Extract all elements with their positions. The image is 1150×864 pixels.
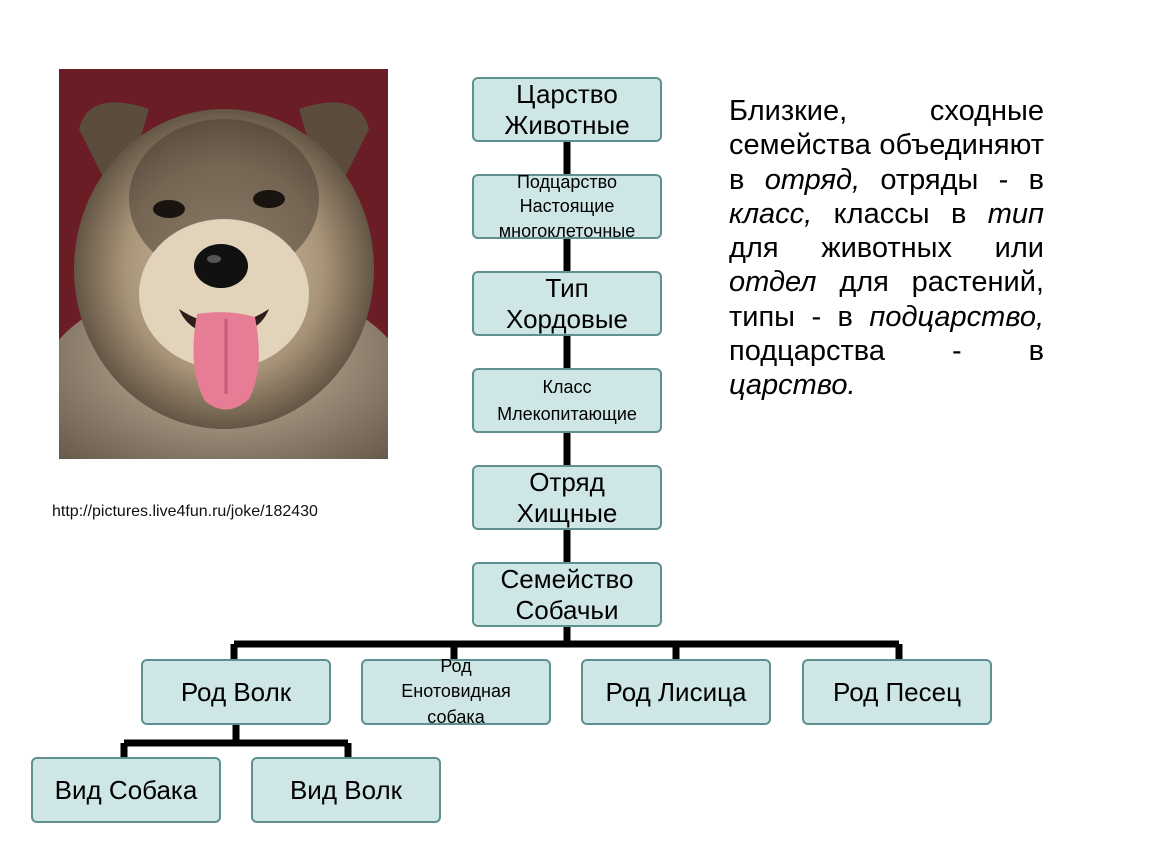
description-term-order: отряд, [764,163,861,196]
description-part-4: для животных или [729,232,1044,265]
node-order-rank: Отряд [529,467,605,498]
node-class-rank: Класс [542,377,592,398]
node-species-wolf-label: Вид Волк [289,774,403,805]
node-order-name: Хищные [516,497,618,528]
node-species-dog: Вид Собака [31,757,221,823]
description-term-division: отдел [729,266,817,299]
node-class: Класс Млекопитающие [472,368,662,433]
image-source-caption: http://pictures.live4fun.ru/joke/182430 [52,503,318,520]
description-term-class: класс, [729,197,813,230]
node-species-wolf: Вид Волк [251,757,441,823]
node-genus-raccoon-dog-line3: собака [427,706,485,727]
node-kingdom: Царство Животные [472,77,662,142]
description-part-1: Близкие, сходные семейства объединяют в [729,95,1044,196]
node-genus-fox: Род Лисица [581,659,771,725]
node-phylum-rank: Тип [545,273,589,304]
node-phylum: Тип Хордовые [472,271,662,336]
node-subkingdom-rank: Подцарство [516,172,617,193]
description-term-kingdom: царство. [729,369,856,402]
node-family-name: Собачьи [515,594,619,625]
node-genus-raccoon-dog-line2: Енотовидная [401,681,511,702]
description-term-phylum: тип [987,197,1044,230]
description-part-2: отряды - в [860,163,1045,196]
node-subkingdom: Подцарство Настоящие многоклеточные [472,172,662,241]
node-genus-arctic-fox-label: Род Песец [833,676,961,707]
dog-photo [59,69,388,459]
node-species-dog-label: Вид Собака [54,774,198,805]
node-genus-arctic-fox: Род Песец [802,659,992,725]
description-part-5: для растений, типы - в [729,266,1044,333]
node-genus-wolf: Род Волк [141,659,331,725]
node-kingdom-rank: Царство [516,79,618,110]
node-order: Отряд Хищные [472,465,662,530]
description-part-6: подцарства - в [729,335,1044,368]
node-subkingdom-name-line1: Настоящие [519,196,615,217]
node-genus-wolf-label: Род Волк [180,676,292,707]
description-text: Близкие, сходные семейства объединяют в … [729,94,1044,403]
node-family-rank: Семейство [500,564,634,595]
node-genus-fox-label: Род Лисица [605,676,747,707]
node-genus-raccoon-dog: Род Енотовидная собака [361,656,551,727]
node-family: Семейство Собачьи [472,562,662,627]
node-class-name: Млекопитающие [497,403,637,424]
description-part-3: классы в [812,197,988,230]
description-term-subkingdom: подцарство, [869,300,1044,333]
node-kingdom-name: Животные [504,109,630,140]
node-genus-raccoon-dog-line1: Род [440,656,472,677]
node-phylum-name: Хордовые [506,303,628,334]
node-subkingdom-name-line2: многоклеточные [498,220,636,241]
